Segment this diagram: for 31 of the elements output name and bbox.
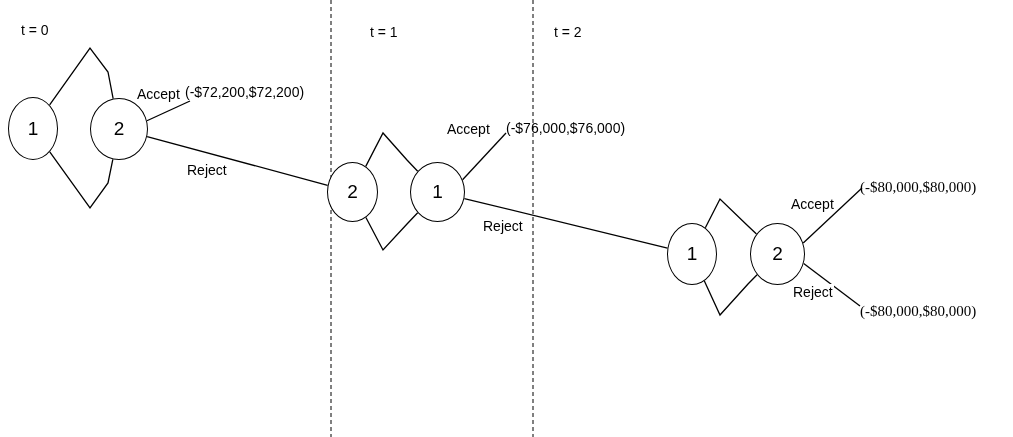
branch-line xyxy=(703,274,758,317)
decision-node: 2 xyxy=(750,223,805,285)
decision-node: 2 xyxy=(90,98,148,160)
branch-line xyxy=(49,151,114,210)
branch-line xyxy=(461,132,507,181)
payoff-label: (-$80,000,$80,000) xyxy=(860,302,1010,320)
time-label: t = 2 xyxy=(553,24,583,40)
payoff-label: (-$72,200,$72,200) xyxy=(185,83,303,101)
branch-line xyxy=(146,100,191,122)
decision-node: 1 xyxy=(667,223,717,285)
time-label: t = 1 xyxy=(369,24,399,40)
branch-line xyxy=(365,131,419,172)
edge-label: Reject xyxy=(186,162,228,178)
branch-line xyxy=(803,262,861,307)
branch-line xyxy=(365,212,419,252)
decision-node: 2 xyxy=(327,162,378,222)
edge-label: Reject xyxy=(482,218,524,234)
decision-node: 1 xyxy=(8,97,58,160)
decision-node: 1 xyxy=(410,162,465,222)
edge-label: Accept xyxy=(136,86,181,102)
payoff-label: (-$76,000,$76,000) xyxy=(506,119,630,137)
edge-label: Accept xyxy=(446,121,491,137)
time-label: t = 0 xyxy=(20,22,50,38)
branch-line xyxy=(49,46,114,106)
branch-line xyxy=(463,197,669,249)
branch-line xyxy=(146,135,329,186)
branch-line xyxy=(704,197,758,235)
payoff-label: (-$80,000,$80,000) xyxy=(860,178,1010,196)
edge-label: Accept xyxy=(790,196,835,212)
edge-label: Reject xyxy=(792,284,834,300)
branch-line xyxy=(802,187,863,244)
